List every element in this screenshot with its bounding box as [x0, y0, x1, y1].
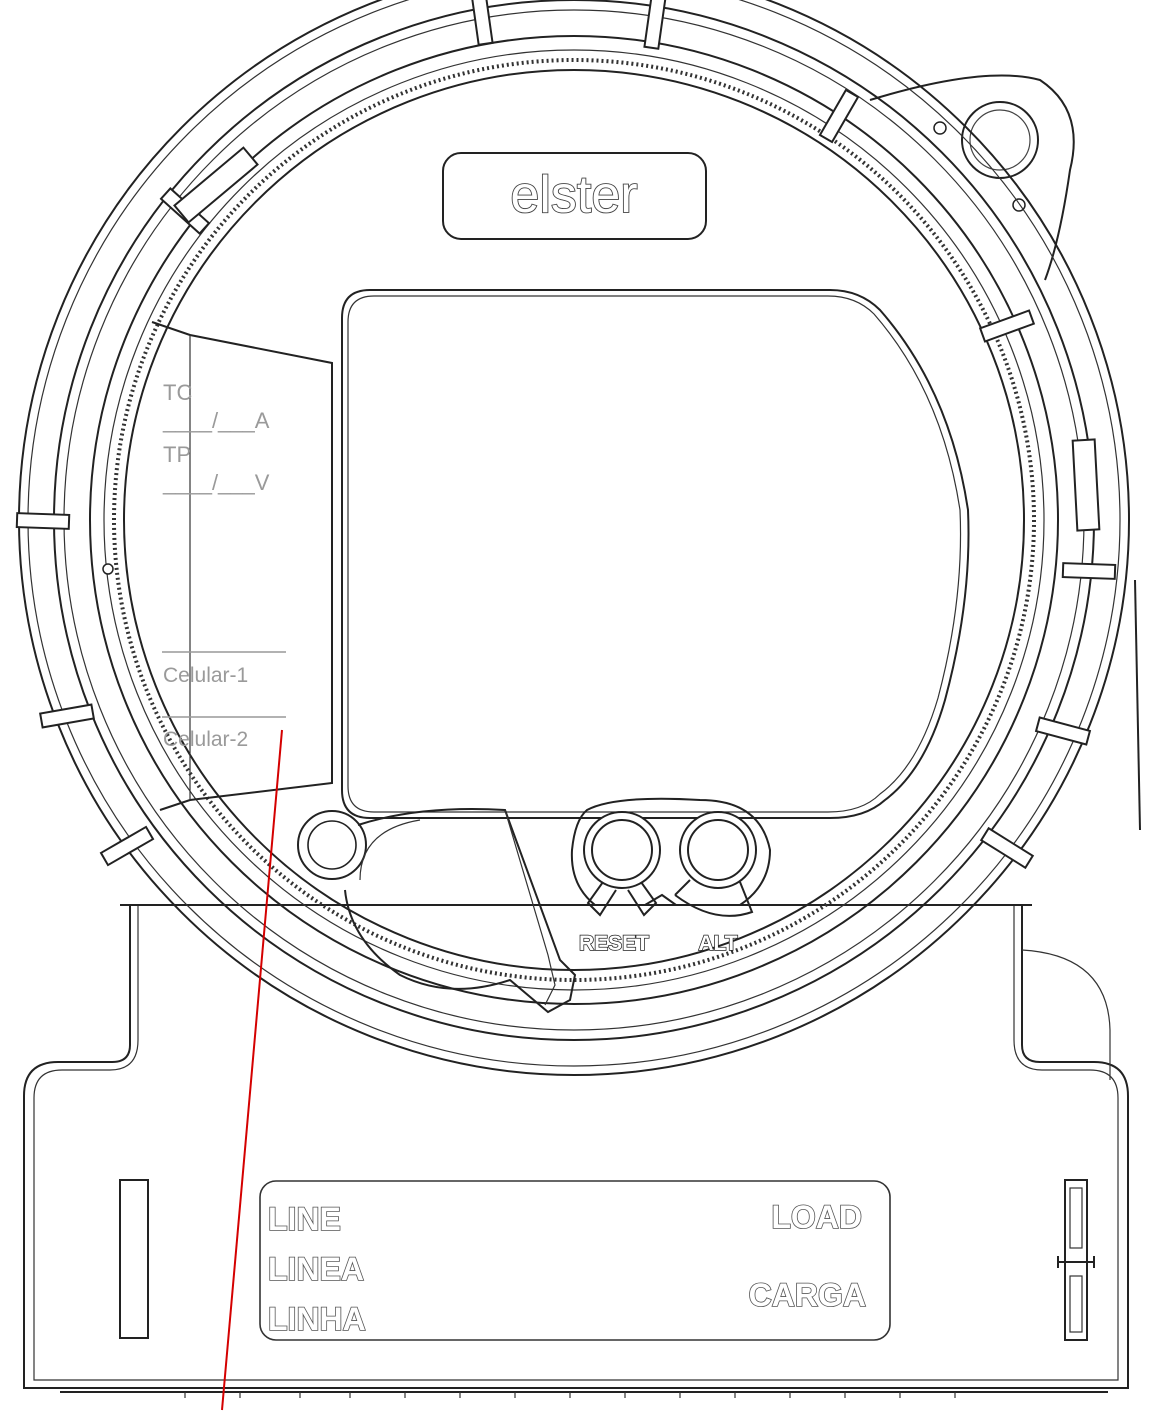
alt-label: ALT — [698, 932, 737, 955]
alt-button[interactable]: ALT — [674, 811, 757, 956]
brand-logo: elster — [510, 166, 637, 224]
cover-ring — [15, 0, 1141, 1076]
line-es: LINEA — [268, 1251, 364, 1287]
brand-badge: elster — [442, 152, 707, 240]
base-foot-ticks — [60, 1391, 1108, 1398]
left-slot — [119, 1179, 149, 1339]
reset-button[interactable]: RESET — [570, 797, 772, 956]
terminal-label-plate — [259, 1180, 891, 1341]
cell1-label: Celular-1 — [163, 664, 248, 687]
terminal-plate-text: LINE LINEA LINHA LOAD CARGA — [267, 1198, 867, 1338]
pointer-line — [221, 729, 283, 1411]
left-label-panel: TC ____/___A TP ____/___V Celular-1 Celu… — [151, 321, 333, 811]
display-window — [341, 289, 970, 819]
meter-base — [23, 904, 1129, 1398]
cell2-label: Celular-2 — [163, 728, 248, 751]
tp-label: TP — [163, 442, 191, 467]
load-en: LOAD — [771, 1199, 862, 1235]
line-pt: LINHA — [268, 1301, 366, 1337]
right-latch[interactable] — [1057, 1179, 1095, 1341]
tc-label: TC — [163, 380, 192, 405]
load-pt: CARGA — [749, 1277, 866, 1313]
tc-ratio: ____/___A — [162, 408, 270, 433]
ring-notches — [15, 0, 1117, 870]
line-en: LINE — [268, 1201, 341, 1237]
seal-lug — [869, 74, 1075, 281]
seal-hole — [961, 101, 1039, 179]
optical-port[interactable] — [297, 808, 577, 1014]
reset-label: RESET — [579, 932, 649, 955]
tp-ratio: ____/___V — [162, 470, 270, 495]
